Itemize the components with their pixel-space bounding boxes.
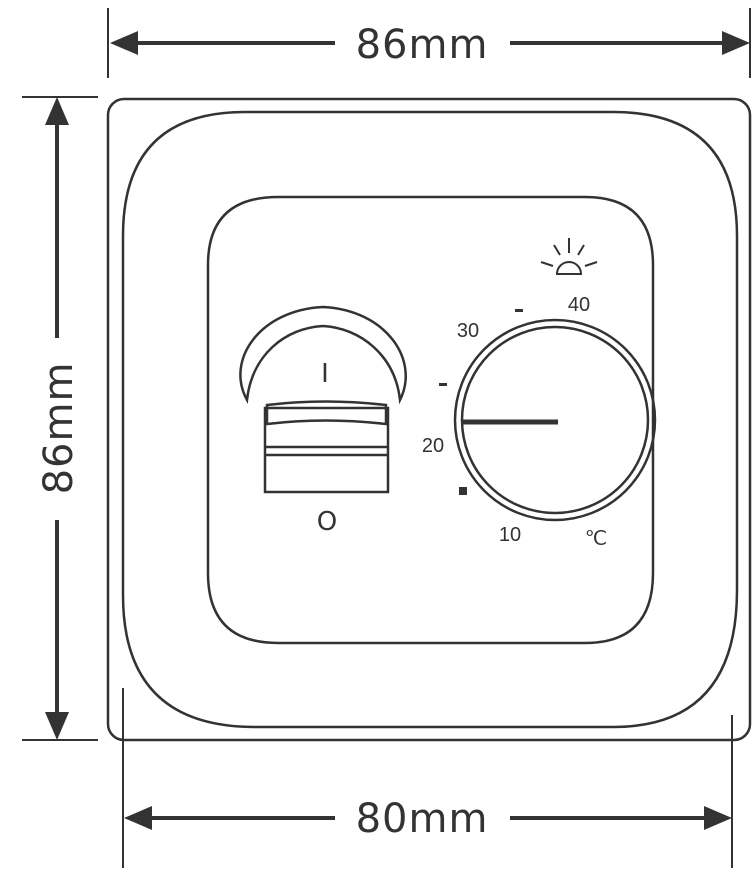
scale-label-10: 10 (499, 524, 521, 546)
frame-bevel (121, 110, 739, 729)
switch-ridge (265, 400, 388, 426)
bottom-width-label: 80mm (356, 796, 489, 842)
scale-ticks (439, 309, 523, 495)
scale-tick (439, 383, 447, 386)
sun-icon (540, 238, 598, 275)
scale-tick (515, 309, 523, 312)
arrow-down-head (45, 712, 69, 740)
arrow-right-head (704, 806, 732, 830)
top-width-dimension: 86mm (110, 22, 750, 68)
switch-on-label: I (321, 359, 329, 389)
arrow-left-head (124, 806, 152, 830)
scale-tick-min (459, 487, 467, 495)
scale-label-40: 40 (568, 294, 590, 316)
scale-label-30: 30 (457, 320, 479, 342)
outer-frame (106, 97, 752, 742)
arrow-left-head (110, 31, 138, 55)
arrow-up-head (45, 97, 69, 125)
unit-label: ℃ (585, 528, 607, 550)
rocker-switch[interactable]: I O (239, 305, 407, 537)
switch-hood (239, 305, 407, 405)
bottom-width-dimension: 80mm (124, 796, 732, 842)
switch-body (263, 406, 390, 494)
left-height-label: 86mm (36, 362, 82, 495)
left-height-dimension: 86mm (36, 97, 82, 740)
temperature-dial[interactable] (453, 318, 657, 522)
switch-off-label: O (317, 507, 337, 537)
scale-label-20: 20 (422, 435, 444, 457)
top-width-label: 86mm (356, 22, 489, 68)
arrow-right-head (722, 31, 750, 55)
dial-outer-ring (453, 318, 657, 522)
inner-panel (206, 195, 655, 645)
